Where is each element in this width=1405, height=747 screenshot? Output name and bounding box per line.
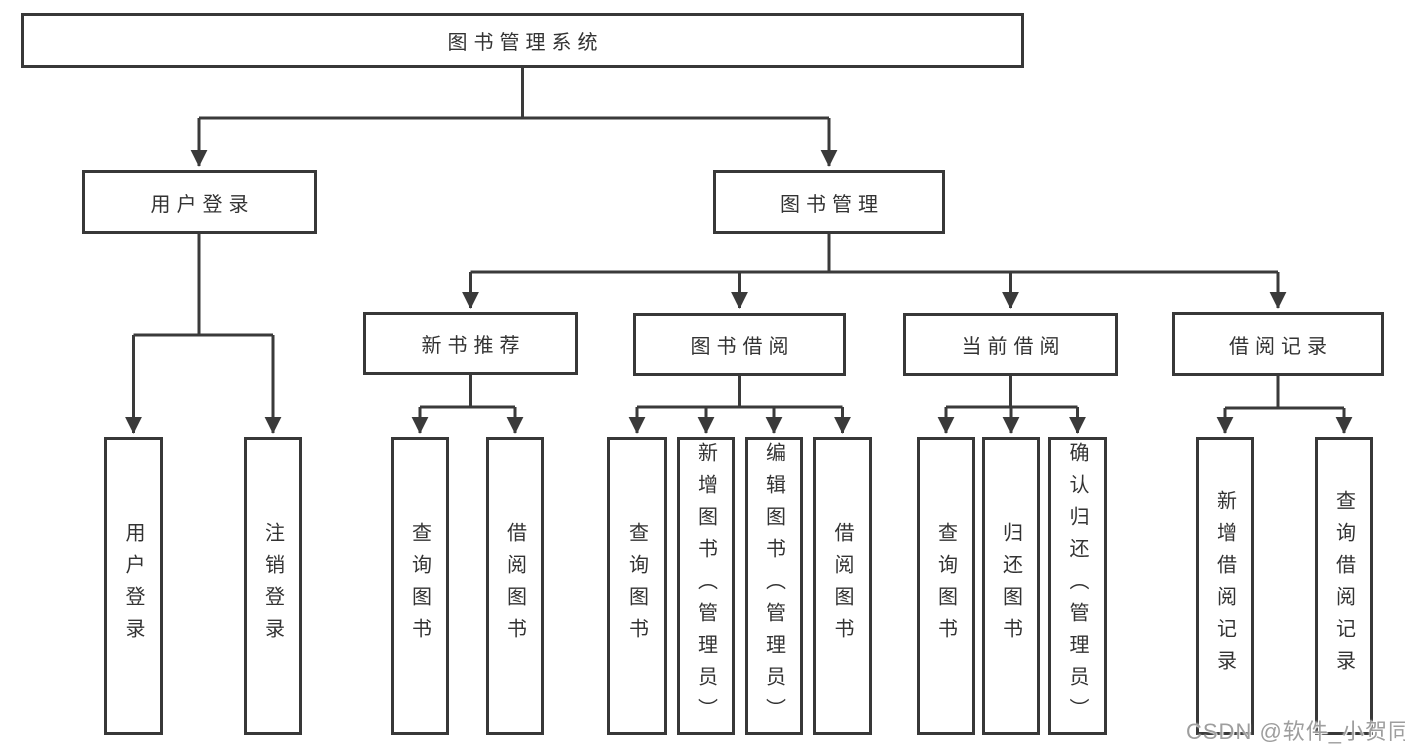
node-label: 查询图书 [408,522,431,650]
node-user-login: 用户登录 [82,170,317,234]
node-leaf-query-book-borrowing: 查询图书 [607,437,667,735]
node-label: 借阅图书 [831,522,853,650]
node-new-book-recommend: 新书推荐 [363,312,578,375]
node-label: 编辑图书（管理员） [762,442,785,730]
node-label: 图书借阅 [690,336,795,358]
node-root-system: 图书管理系统 [21,13,1024,68]
node-label: 归还图书 [999,522,1022,650]
node-book-management: 图书管理 [713,170,945,234]
node-label: 借阅图书 [503,522,526,650]
node-leaf-logout: 注销登录 [244,437,302,735]
node-label: 借阅记录 [1229,335,1333,358]
node-label: 查询图书 [625,522,648,650]
node-borrowing-records: 借阅记录 [1172,312,1384,376]
node-leaf-user-login: 用户登录 [104,437,163,735]
node-label: 新增借阅记录 [1213,490,1236,682]
csdn-watermark: CSDN @软件_小贺同学 [1186,719,1405,744]
node-current-borrowing: 当前借阅 [903,313,1118,376]
node-leaf-confirm-return-admin: 确认归还（管理员） [1048,437,1107,735]
node-leaf-return-book: 归还图书 [982,437,1040,735]
node-leaf-add-book-admin: 新增图书（管理员） [677,437,735,735]
node-label: 用户登录 [122,522,144,650]
node-label: 确认归还（管理员） [1066,442,1088,730]
node-label: 新增图书（管理员） [694,442,717,730]
node-label: 注销登录 [261,522,284,650]
node-leaf-edit-book-admin: 编辑图书（管理员） [745,437,803,735]
node-leaf-borrow-book: 借阅图书 [813,437,872,735]
node-leaf-add-borrow-record: 新增借阅记录 [1196,437,1254,735]
node-label: 当前借阅 [961,336,1066,358]
node-leaf-borrow-book-recommend: 借阅图书 [486,437,544,735]
node-book-borrowing: 图书借阅 [633,313,846,376]
node-label: 查询借阅记录 [1332,490,1355,682]
node-leaf-query-borrow-record: 查询借阅记录 [1315,437,1373,735]
node-leaf-query-book-recommend: 查询图书 [391,437,449,735]
node-label: 查询图书 [934,522,957,650]
node-label: 用户登录 [150,193,255,216]
node-label: 新书推荐 [421,335,526,357]
node-label: 图书管理系统 [447,32,604,54]
node-label: 图书管理 [780,193,884,216]
node-leaf-query-book-current: 查询图书 [917,437,975,735]
